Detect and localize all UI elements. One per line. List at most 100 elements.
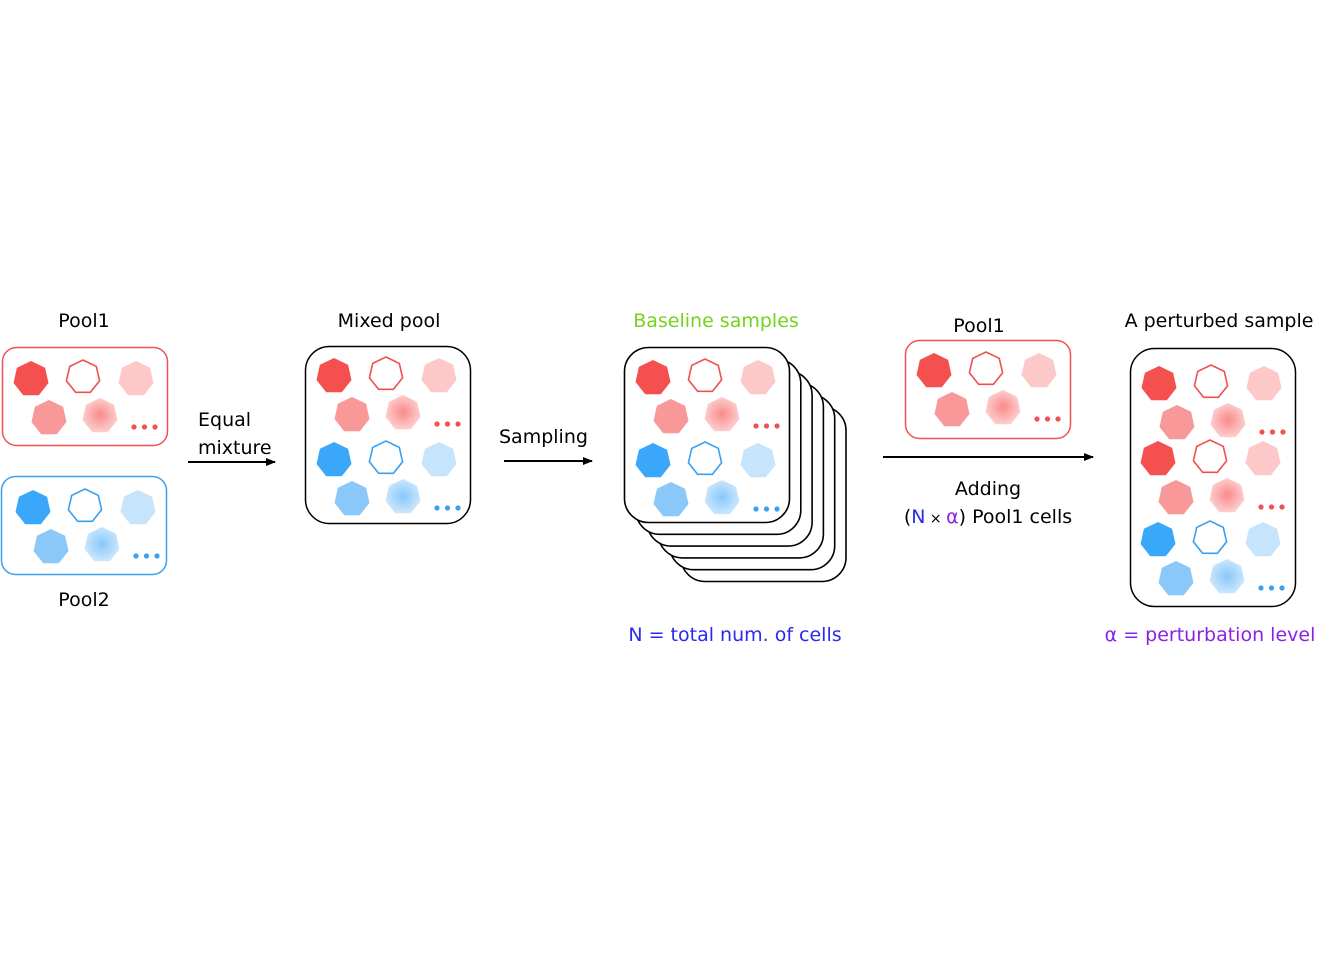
pool1-cells (13, 359, 158, 435)
red-cell-dark (1140, 441, 1176, 476)
red-cell-mid (334, 397, 370, 432)
ellipsis-dot (1268, 504, 1275, 510)
ellipsis-dot (131, 424, 137, 430)
red-cell-mid (653, 399, 689, 434)
red-cell-outline (1193, 364, 1229, 399)
red-ellipsis (434, 421, 461, 427)
blue-cell-mid (1158, 561, 1194, 596)
blue-cell-gradient (704, 480, 740, 515)
mixed-pool-title: Mixed pool (338, 310, 441, 332)
red-cell-dark (635, 360, 671, 395)
blue-cell-outline (368, 440, 404, 475)
red-cell-light (1245, 441, 1281, 476)
mixed-pool-box (304, 345, 472, 525)
blue-cell-dark (1140, 522, 1176, 557)
ellipsis-dot (1279, 504, 1285, 510)
red-cell-mid (1159, 405, 1195, 440)
ellipsis-dot (1055, 416, 1061, 422)
ellipsis-dot (1268, 585, 1275, 591)
blue-cell-light (421, 442, 457, 477)
ellipsis-dot (154, 553, 160, 559)
mixed-pool-cells (316, 356, 461, 516)
ellipsis-dot (1034, 416, 1040, 422)
red-ellipsis (1258, 504, 1285, 510)
red-cell-gradient (82, 398, 118, 433)
ellipsis-dot (141, 424, 148, 430)
pool1-cells-text: ) Pool1 cells (959, 506, 1072, 528)
red-cell-light (118, 361, 154, 396)
ellipsis-dot (455, 421, 461, 427)
red-cell-gradient (385, 395, 421, 430)
blue-cell-mid (653, 482, 689, 517)
red-cell-mid (31, 400, 67, 435)
red-cell-light (1246, 366, 1282, 401)
ellipsis-dot (753, 423, 759, 429)
blue-cell-mid (33, 529, 69, 564)
red-cell-mid (934, 392, 970, 427)
pool2-cells (15, 488, 160, 564)
red-ellipsis (753, 423, 780, 429)
baseline-front-cells (635, 358, 780, 517)
red-cell-light (421, 358, 457, 393)
pool2-title: Pool2 (58, 589, 109, 611)
ellipsis-dot (753, 506, 759, 512)
equal-mixture-label-line1: Equal (198, 409, 251, 431)
blue-ellipsis (133, 553, 160, 559)
ellipsis-dot (434, 505, 440, 511)
red-ellipsis (1034, 416, 1061, 422)
red-cell-dark (916, 353, 952, 388)
ellipsis-dot (763, 506, 770, 512)
pool1-right-cells (916, 351, 1061, 427)
ellipsis-dot (1259, 429, 1265, 435)
equal-mixture-label-line2: mixture (198, 437, 272, 459)
ellipsis-dot (1258, 504, 1264, 510)
ellipsis-dot (1258, 585, 1264, 591)
blue-cell-outline (67, 488, 103, 523)
ellipsis-dot (455, 505, 461, 511)
ellipsis-dot (444, 421, 451, 427)
red-cell-dark (316, 358, 352, 393)
red-ellipsis (1259, 429, 1286, 435)
blue-cell-mid (334, 481, 370, 516)
blue-cell-light (740, 443, 776, 478)
pool1-right-title: Pool1 (953, 315, 1004, 337)
adding-label-line1: Adding (955, 478, 1021, 500)
blue-cell-outline (687, 441, 723, 476)
red-cell-outline (65, 359, 101, 394)
ellipsis-dot (444, 505, 451, 511)
blue-cell-light (120, 490, 156, 525)
ellipsis-dot (133, 553, 139, 559)
blue-cell-dark (15, 490, 51, 525)
perturbed-note: α = perturbation level (1105, 624, 1316, 646)
adding-label-line2: (N × α) Pool1 cells (904, 506, 1072, 528)
red-cell-light (740, 360, 776, 395)
baseline-note: N = total num. of cells (628, 624, 841, 646)
alpha-symbol: α (946, 506, 959, 528)
pool2-box (0, 475, 168, 576)
blue-ellipsis (434, 505, 461, 511)
red-ellipsis (131, 424, 158, 430)
ellipsis-dot (1044, 416, 1051, 422)
blue-cell-outline (1192, 520, 1228, 555)
perturbed-cells (1140, 364, 1286, 596)
pool1-right-box (904, 339, 1072, 440)
blue-cell-dark (635, 443, 671, 478)
red-cell-gradient (985, 390, 1021, 425)
pool1-title: Pool1 (58, 310, 109, 332)
times-symbol: × (925, 511, 946, 527)
ellipsis-dot (763, 423, 770, 429)
red-cell-outline (687, 358, 723, 393)
blue-cell-gradient (84, 527, 120, 562)
baseline-title: Baseline samples (633, 310, 799, 332)
red-cell-light (1021, 353, 1057, 388)
pool1-box (1, 346, 169, 447)
red-cell-mid (1158, 480, 1194, 515)
perturbed-title: A perturbed sample (1125, 310, 1314, 332)
sampling-label: Sampling (499, 426, 588, 448)
ellipsis-dot (1269, 429, 1276, 435)
ellipsis-dot (774, 506, 780, 512)
red-cell-dark (1141, 366, 1177, 401)
ellipsis-dot (152, 424, 158, 430)
ellipsis-dot (434, 421, 440, 427)
